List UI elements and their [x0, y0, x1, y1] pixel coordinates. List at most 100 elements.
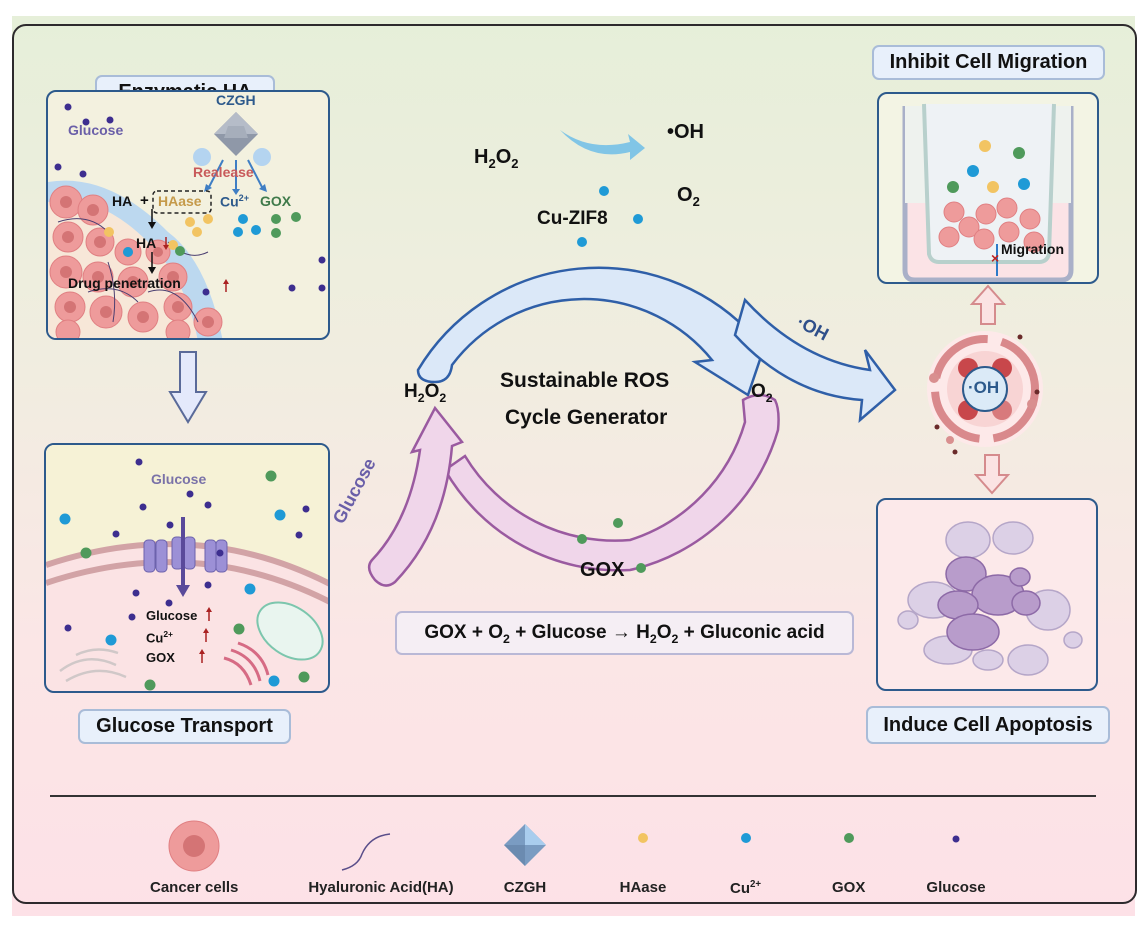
- cancer-cell-icon: [168, 820, 220, 872]
- legend-label: CZGH: [503, 879, 547, 896]
- cycle-title-line2: Cycle Generator: [505, 406, 668, 429]
- golgi-icon: [223, 641, 270, 686]
- cu-zif8-label: Cu-ZIF8: [537, 208, 608, 229]
- migration-label: Migration: [1001, 241, 1064, 257]
- oh-top-label: •OH: [667, 121, 705, 143]
- ros-cycle-diagram: [367, 130, 897, 587]
- haase-dots: [104, 214, 213, 250]
- haase-label: HAase: [158, 193, 202, 209]
- eq-gluconic-acid: Gluconic acid: [700, 622, 825, 643]
- glucose-transport-panel: Glucose Glucose Cu2+ GOX: [44, 443, 330, 693]
- o2-right-label: O2: [751, 381, 773, 405]
- eq-arrow-icon: →: [611, 622, 631, 643]
- endoplasmic-reticulum-icon: [59, 648, 127, 683]
- apoptotic-cells-illustration: [897, 521, 1083, 676]
- glucose-transport-illustration: [46, 445, 328, 691]
- gox-cycle-label: GOX: [580, 559, 625, 581]
- legend-label: Glucose: [926, 879, 986, 896]
- czgh-label: CZGH: [216, 92, 256, 108]
- czgh-crystal-icon: [214, 112, 258, 156]
- legend-label: Hyaluronic Acid(HA): [308, 879, 454, 896]
- legend-item-gox: GOX: [832, 818, 865, 896]
- ha-label: HA: [112, 193, 133, 209]
- cu-text: Cu: [220, 193, 239, 210]
- cu-dots: [577, 186, 643, 247]
- legend-item-czgh: CZGH: [500, 818, 550, 896]
- gox-dots: [175, 212, 301, 256]
- gox-dots: [577, 518, 646, 573]
- gox-increase-label: GOX: [146, 650, 175, 665]
- proton-bubble: [193, 148, 211, 166]
- cu-charge: 2+: [750, 879, 762, 890]
- down-arrow-icon: [973, 454, 1011, 495]
- legend-item-haase: HAase: [618, 818, 668, 896]
- glucose-label: Glucose: [68, 122, 124, 138]
- haase-box: [152, 190, 212, 214]
- legend-label: GOX: [832, 879, 866, 896]
- induce-apoptosis-title: Induce Cell Apoptosis: [866, 706, 1110, 744]
- down-arrow-icon: [168, 351, 208, 424]
- cu-charge: 2+: [163, 629, 173, 639]
- legend-item-glucose: Glucose: [926, 818, 986, 896]
- enzymatic-ha-illustration: [48, 103, 326, 338]
- cu-text: Cu: [730, 880, 750, 897]
- eq-h-text: H: [636, 622, 650, 643]
- glucose-transporter-channels: [143, 536, 228, 573]
- glucose-dots: [64, 458, 310, 632]
- oh-center-label: ·OH: [968, 378, 1000, 397]
- legend-label: Cu2+: [730, 879, 761, 897]
- eq-h2o2: H2O2: [636, 622, 679, 646]
- legend-label: HAase: [619, 879, 667, 896]
- eq-gox: GOX: [424, 622, 467, 643]
- cu-increase-label: Cu2+: [146, 629, 173, 645]
- eq-plus: +: [683, 622, 695, 643]
- cycle-title-line1: Sustainable ROS: [500, 369, 670, 392]
- release-arrows: [207, 159, 264, 190]
- gox-label: GOX: [260, 193, 292, 209]
- eq-o2-text: O: [488, 622, 504, 643]
- cu-charge: 2+: [238, 193, 250, 203]
- cu-zif8-arc: [416, 266, 773, 397]
- glucose-dots: [54, 103, 326, 296]
- gox-dot-icon: [843, 833, 854, 843]
- inhibit-migration-panel: × Migration: [877, 92, 1099, 284]
- release-label: Realease: [193, 164, 254, 180]
- glucose-transport-title: Glucose Transport: [78, 709, 291, 744]
- ha-decrease-label: HA: [136, 235, 157, 251]
- o2-top-label: O2: [677, 184, 700, 209]
- reaction-equation: GOX + O2 + Glucose → H2O2 + Gluconic aci…: [395, 611, 854, 655]
- inhibit-migration-title: Inhibit Cell Migration: [872, 45, 1105, 80]
- proton-bubble: [253, 148, 271, 166]
- enzymatic-ha-panel: Glucose CZGH Realease HA + HAase Cu2+ GO…: [46, 90, 330, 340]
- legend-item-hyaluronic-acid: Hyaluronic Acid(HA): [306, 818, 456, 896]
- up-arrow-icon: [969, 284, 1007, 325]
- cu-dots: [123, 214, 261, 257]
- migration-block-icon: ×: [991, 250, 999, 266]
- hyaluronic-acid-icon: [341, 833, 391, 871]
- drug-penetration-label: Drug penetration: [68, 275, 181, 291]
- plus-sign: +: [140, 192, 149, 209]
- oh-output-arrow: [733, 297, 897, 423]
- cu-dot-icon: [740, 833, 751, 843]
- haase-dot-icon: [638, 833, 648, 843]
- cancer-cells: [938, 197, 1045, 253]
- glucose-outside-label: Glucose: [151, 471, 207, 487]
- eq-glucose: Glucose: [531, 622, 607, 643]
- h2o2-left-label: H2O2: [404, 381, 447, 405]
- gox-arc: [443, 393, 780, 572]
- increase-arrows: [199, 607, 212, 663]
- eq-o2: O2: [488, 622, 510, 646]
- cancer-cell-nuclei: [60, 196, 214, 328]
- gox-dots: [80, 470, 310, 691]
- induce-apoptosis-panel: [876, 498, 1098, 691]
- mitochondrion-icon: [256, 601, 324, 661]
- eq-plus: +: [515, 622, 527, 643]
- hyaluronic-acid-strands: [57, 218, 209, 323]
- extracellular-space: [46, 445, 328, 584]
- legend-divider: [50, 795, 1096, 797]
- legend-label: Cancer cells: [150, 879, 239, 896]
- cu-text: Cu: [146, 630, 164, 646]
- figure-frame: [12, 24, 1137, 904]
- glucose-increase-label: Glucose: [146, 608, 198, 623]
- cu-dots: [59, 509, 286, 687]
